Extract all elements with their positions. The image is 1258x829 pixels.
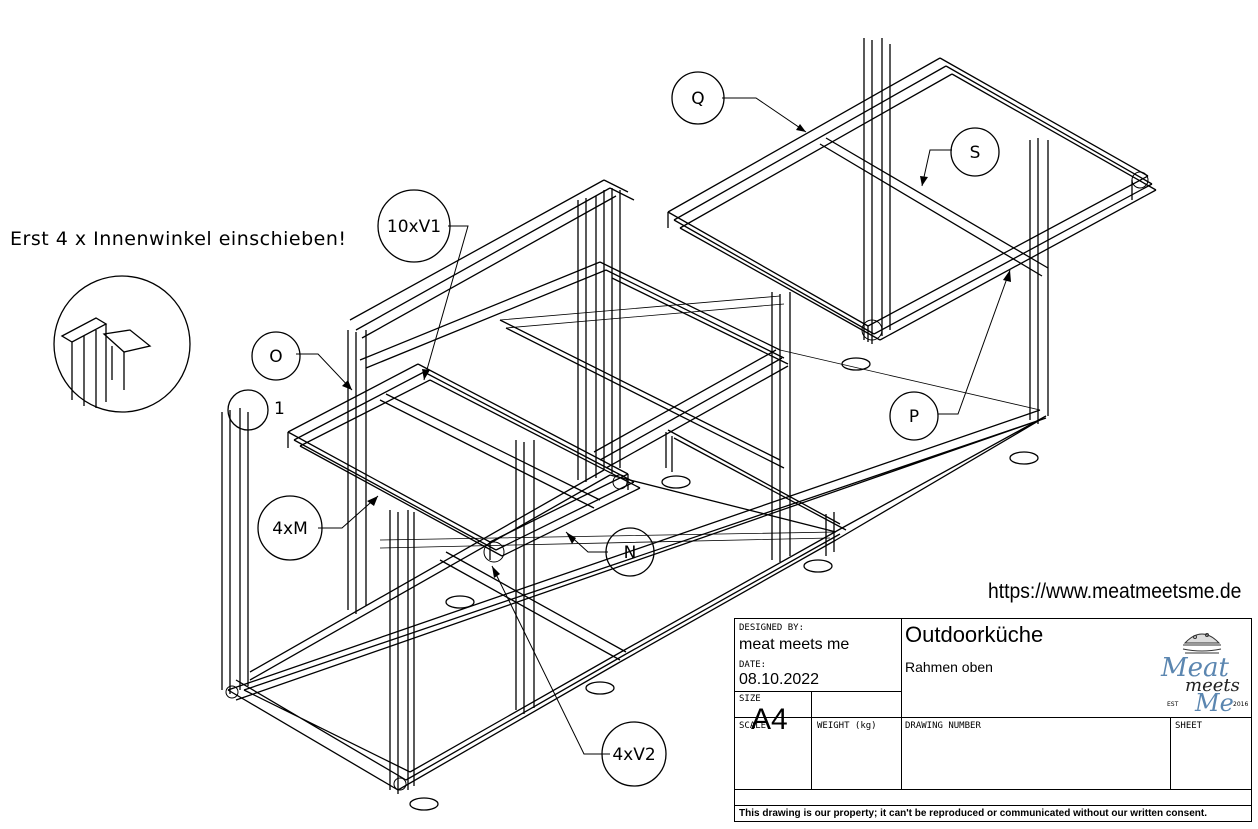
tb-rule-v1	[901, 619, 902, 789]
feet	[409, 357, 1039, 811]
logo-year: 2016	[1233, 701, 1249, 708]
detail-bracket-sketch	[60, 317, 152, 408]
detail-circle-1	[227, 389, 269, 431]
date-value: 08.10.2022	[739, 671, 820, 688]
meat-meets-me-logo: Meat meets Me EST 2016	[1155, 623, 1249, 717]
scale-label: SCALE	[739, 721, 767, 731]
designed-by-label: DESIGNED BY:	[739, 623, 805, 633]
callout-10xv1: 10xV1	[387, 217, 441, 237]
tb-rule-v2	[811, 691, 812, 789]
tb-rule-h3	[735, 789, 1251, 790]
back-upper-frame	[349, 179, 789, 469]
callout-circles	[251, 71, 1000, 787]
designed-by-value: meat meets me	[739, 636, 850, 653]
base-frame	[227, 409, 1047, 791]
tb-rule-h1	[735, 691, 901, 692]
arrow-heads	[342, 124, 1011, 578]
logo-me: Me	[1195, 689, 1234, 717]
callout-4xv2: 4xV2	[612, 745, 655, 765]
drawing-number-label: DRAWING NUMBER	[905, 721, 981, 731]
callout-n: N	[624, 543, 637, 563]
frame-q	[667, 57, 1157, 342]
logo-est: EST	[1167, 701, 1179, 708]
title-block: DESIGNED BY: meat meets me DATE: 08.10.2…	[734, 618, 1252, 822]
copyright-footer: This drawing is our property; it can't b…	[739, 808, 1207, 819]
callout-o: O	[269, 347, 282, 367]
leader-lines	[296, 97, 1011, 755]
posts	[221, 38, 1133, 794]
tb-rule-h4	[735, 805, 1251, 806]
drawing-subtitle: Rahmen oben	[905, 659, 993, 675]
callout-4xm: 4xM	[272, 519, 308, 539]
logo-meets: meets	[1185, 675, 1240, 696]
sheet-label: SHEET	[1175, 721, 1203, 731]
callout-p: P	[909, 407, 919, 427]
drawing-title: Outdoorküche	[905, 622, 1044, 647]
website-url: https://www.meatmeetsme.de	[988, 580, 1242, 603]
weight-label: WEIGHT (kg)	[817, 721, 877, 731]
callout-s: S	[970, 143, 981, 163]
detail-magnified-circle	[53, 275, 191, 413]
callout-q: Q	[691, 89, 704, 109]
logo-meat: Meat	[1161, 653, 1229, 683]
corner-connectors	[225, 171, 1149, 791]
size-label: SIZE	[739, 694, 761, 704]
detail-label: 1	[274, 399, 285, 419]
date-label: DATE:	[739, 660, 767, 670]
size-value: A4	[751, 703, 788, 736]
burger-icon	[1182, 633, 1222, 654]
tb-rule-h2	[735, 717, 1251, 718]
tb-rule-v3	[1170, 717, 1171, 789]
assembly-note: Erst 4 x Innenwinkel einschieben!	[10, 228, 347, 250]
middle-beams	[593, 349, 1041, 531]
frame-o	[287, 363, 641, 560]
